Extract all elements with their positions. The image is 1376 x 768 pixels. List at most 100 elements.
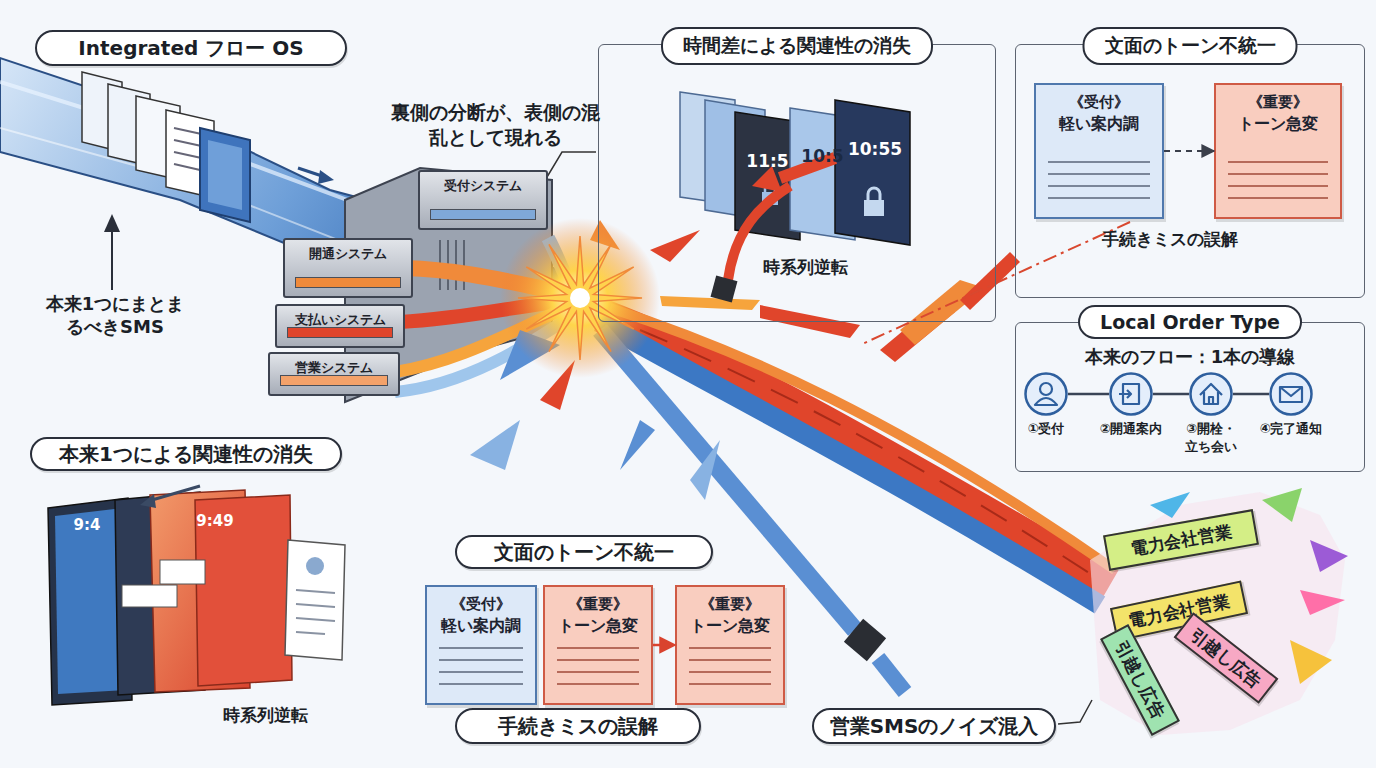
node-text: トーン急変: [545, 616, 651, 637]
node-text: 文面のトーン不統一: [494, 539, 674, 566]
sms-cable: [0, 58, 585, 318]
annotation-label: 9:4: [62, 516, 112, 536]
phone-stack: [306, 557, 324, 575]
text-lines: [1048, 161, 1150, 207]
title-pill: 手続きミスの誤解: [455, 708, 701, 744]
node-text: 《受付》: [427, 595, 535, 614]
phone-stack: [122, 585, 177, 607]
phone-stack: [296, 590, 335, 634]
title-pill: 文面のトーン不統一: [455, 535, 713, 569]
flow-step: ④完了通知: [1269, 372, 1313, 416]
cable-connector: [844, 619, 886, 661]
node-text: トーン急変: [1216, 114, 1340, 135]
clock-cards: [868, 188, 880, 200]
system-bar: [430, 209, 536, 220]
shards: [470, 420, 520, 470]
node-text: 営業SMSのノイズ混入: [830, 713, 1039, 740]
panel-frame: Local Order Type本来のフロー：1本の導線①受付②開通案内③開栓・…: [1015, 322, 1365, 472]
phone-stack: [140, 494, 156, 508]
annotation-label: 時系列逆転: [200, 704, 330, 726]
step-circle: [1109, 372, 1153, 416]
panel-heading: Local Order Type: [1078, 305, 1302, 339]
node-text: ④完了通知: [1259, 420, 1322, 438]
system-box: 支払いシステム: [275, 304, 405, 348]
annotation-label: 11:5: [740, 150, 795, 172]
step-circle: [1024, 372, 1068, 416]
shards: [1300, 590, 1345, 615]
node-text: 電力会社営業: [1127, 589, 1232, 633]
panel-heading: 時間差による関連性の消失: [661, 27, 933, 65]
phone-stack: [160, 560, 205, 584]
system-bar: [280, 375, 388, 386]
burst: [500, 218, 660, 378]
shards: [620, 420, 655, 470]
system-bar: [287, 327, 393, 338]
panel-heading: 文面のトーン不統一: [1083, 27, 1298, 65]
leader-line: [1058, 700, 1092, 724]
node-text: 軽い案内調: [1036, 114, 1162, 135]
connector: [1153, 393, 1189, 396]
shards: [660, 296, 760, 310]
burst: [570, 288, 590, 308]
pointer-arrow: [104, 214, 120, 232]
phone-stack: [152, 486, 200, 500]
panel-frame: 時間差による関連性の消失: [598, 44, 996, 322]
title-pill: 本来1つによる関連性の消失: [30, 437, 342, 471]
shards: [650, 230, 700, 262]
annotation-label: 10:55: [840, 138, 910, 160]
system-bar: [295, 277, 401, 288]
step-circle: [1191, 374, 1232, 415]
shards: [690, 440, 720, 500]
burst: [518, 236, 642, 360]
burst: [500, 218, 660, 378]
step-icon: [1280, 387, 1302, 402]
sms-documents: [82, 72, 250, 222]
message-card: 《重要》トーン急変: [675, 585, 785, 705]
node-text: 本来のフロー：1本の導線: [1016, 345, 1364, 369]
node-text: トーン急変: [677, 616, 783, 637]
reverse-arrow: [711, 276, 738, 303]
title-pill: 営業SMSのノイズ混入: [812, 708, 1056, 744]
cable-connector: [844, 619, 886, 661]
flow-step: ①受付: [1024, 372, 1068, 416]
system-box: 受付システム: [418, 170, 548, 230]
clock-cards: [835, 100, 910, 245]
step-circle: [1111, 374, 1152, 415]
sms-documents: [208, 140, 242, 210]
message-card: 《重要》トーン急変: [1214, 83, 1342, 219]
noise-tag: 引越し広告: [1174, 612, 1279, 704]
annotation-label: 時系列逆転: [740, 256, 870, 278]
text-lines: [557, 647, 639, 693]
step-icon: [1035, 383, 1057, 405]
shards: [1290, 640, 1332, 684]
message-card: 《重要》トーン急変: [543, 585, 653, 705]
annotation-label: 本来1つにまとまるべきSMS: [40, 292, 190, 339]
text-lines: [439, 647, 523, 693]
annotation-label: 裏側の分断が、表側の混乱として現れる: [388, 100, 603, 149]
shards: [1262, 488, 1302, 522]
step-icon: [1200, 384, 1222, 404]
title-pill: Integrated フロー OS: [35, 30, 347, 66]
node-text: 《受付》: [1036, 93, 1162, 112]
reverse-arrow: [711, 158, 835, 302]
node-text: 《重要》: [1216, 93, 1340, 112]
step-circle: [1189, 372, 1233, 416]
shards: [960, 252, 1020, 310]
node-text: 《重要》: [677, 595, 783, 614]
connector: [1068, 393, 1109, 396]
message-card: 《受付》軽い案内調: [1034, 83, 1164, 219]
sms-documents: [200, 128, 250, 222]
node-text: ②開通案内: [1099, 420, 1162, 438]
flow-step: ②開通案内: [1109, 372, 1153, 416]
shards: [1310, 540, 1348, 572]
annotation-label: 手続きミスの誤解: [1080, 228, 1260, 250]
node-text: ③開栓・立ち会い: [1182, 420, 1240, 456]
annotation-label: 10:5: [795, 145, 850, 167]
step-circle: [1271, 374, 1312, 415]
sms-cable: [0, 58, 585, 318]
connector: [653, 644, 675, 647]
node-text: Integrated フロー OS: [78, 35, 303, 62]
node-text: ①受付: [1027, 420, 1064, 438]
